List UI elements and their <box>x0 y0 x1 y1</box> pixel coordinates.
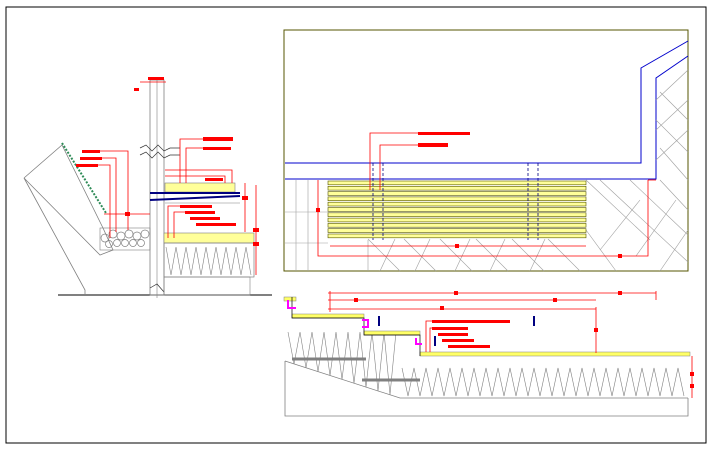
plan-strip <box>327 180 587 186</box>
drain-pipes <box>292 357 420 382</box>
rubble-toe <box>100 229 150 248</box>
plan-view <box>283 29 689 272</box>
break-line-base <box>149 283 165 293</box>
slope-zigzag <box>287 331 397 395</box>
blue-beam-2 <box>149 195 241 201</box>
plan-hatch <box>285 69 689 272</box>
plan-strip <box>327 228 587 233</box>
magenta-markers <box>287 300 422 345</box>
section-right-view <box>283 291 694 417</box>
footing <box>163 276 251 296</box>
plan-posts <box>372 163 539 240</box>
plan-strip <box>327 207 587 212</box>
plan-notes <box>316 132 656 258</box>
plan-strip <box>327 186 587 191</box>
stepped-layers <box>283 296 691 357</box>
plan-border <box>283 29 689 272</box>
plan-strip <box>327 201 587 207</box>
left-note-blocks <box>76 77 259 275</box>
break-line-upper <box>139 144 180 152</box>
section-notes <box>328 291 694 398</box>
section-outline <box>284 361 689 417</box>
plan-strip <box>327 223 587 228</box>
foundation-zigzag <box>165 246 252 276</box>
section-slope <box>284 360 688 399</box>
embankment-outline <box>23 144 114 256</box>
channel-edge-outer <box>285 55 689 180</box>
grass-slope <box>61 142 107 214</box>
gravel-bed-right <box>163 232 255 244</box>
section-left-view <box>23 77 272 298</box>
embankment-base <box>23 177 86 295</box>
sheet-border <box>5 6 707 444</box>
section-zigzag <box>401 367 685 397</box>
plan-strip <box>327 217 587 223</box>
navy-posts <box>378 316 535 346</box>
plan-strips <box>327 180 587 239</box>
plan-strip <box>327 196 587 201</box>
break-line-lower <box>139 151 180 159</box>
plan-strip <box>327 191 587 196</box>
gravel-layer-top <box>164 182 236 193</box>
toe-box <box>99 227 151 251</box>
plan-strip <box>327 212 587 217</box>
plan-strip <box>327 233 587 239</box>
channel-edge-inner <box>285 40 689 164</box>
